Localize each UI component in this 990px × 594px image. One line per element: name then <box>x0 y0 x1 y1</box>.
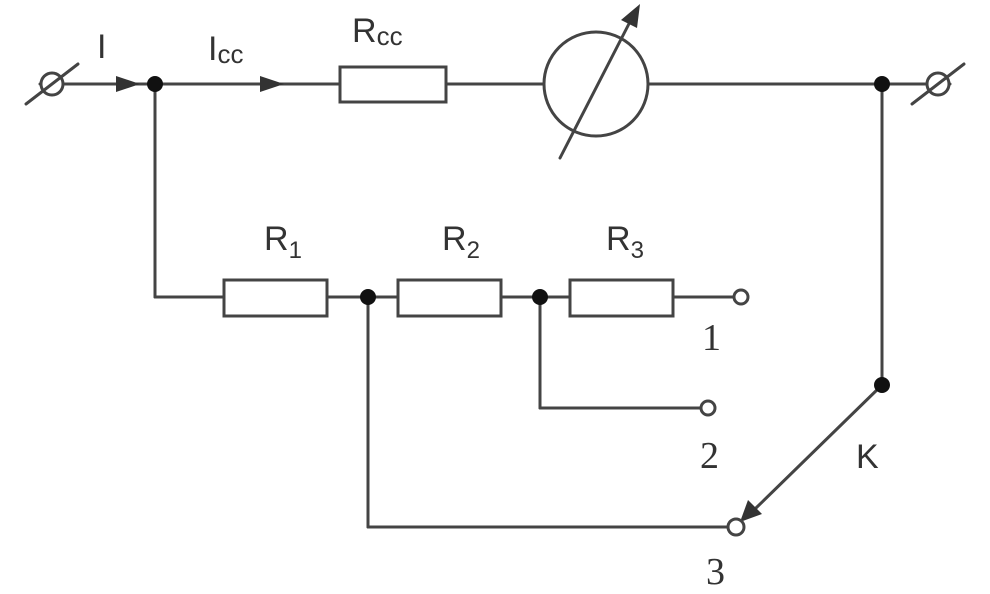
terminal-1 <box>732 288 750 306</box>
switch-arm <box>754 383 884 510</box>
terminal-3 <box>726 517 746 537</box>
label-r1: R1 <box>264 220 302 264</box>
resistor-r2 <box>396 278 503 318</box>
label-r2: R2 <box>442 220 480 264</box>
label-meter-resistor: Rcc <box>352 12 403 51</box>
junction-node-right <box>874 76 890 92</box>
label-terminal-3: 3 <box>706 551 725 593</box>
current-arrow-main <box>116 76 140 92</box>
terminal-2 <box>699 399 717 417</box>
label-switch: K <box>856 438 879 476</box>
label-terminal-2: 2 <box>700 435 719 477</box>
resistor-r3 <box>568 278 675 318</box>
label-current-meter: Icc <box>208 30 243 69</box>
resistor-r1 <box>222 278 329 318</box>
junction-node-left <box>147 76 163 92</box>
input-terminal <box>24 62 80 106</box>
junction-node-r1-r2 <box>360 289 376 305</box>
current-arrow-meter <box>260 76 284 92</box>
label-current-main: I <box>97 28 106 66</box>
meter-resistor <box>338 65 448 104</box>
label-r3: R3 <box>606 220 644 264</box>
switch-arrow-icon <box>740 500 762 522</box>
junction-node-r2-r3 <box>532 289 548 305</box>
switch-pivot-node <box>874 377 890 393</box>
label-terminal-1: 1 <box>702 317 721 359</box>
galvanometer-icon <box>542 4 650 160</box>
output-terminal <box>910 62 966 106</box>
